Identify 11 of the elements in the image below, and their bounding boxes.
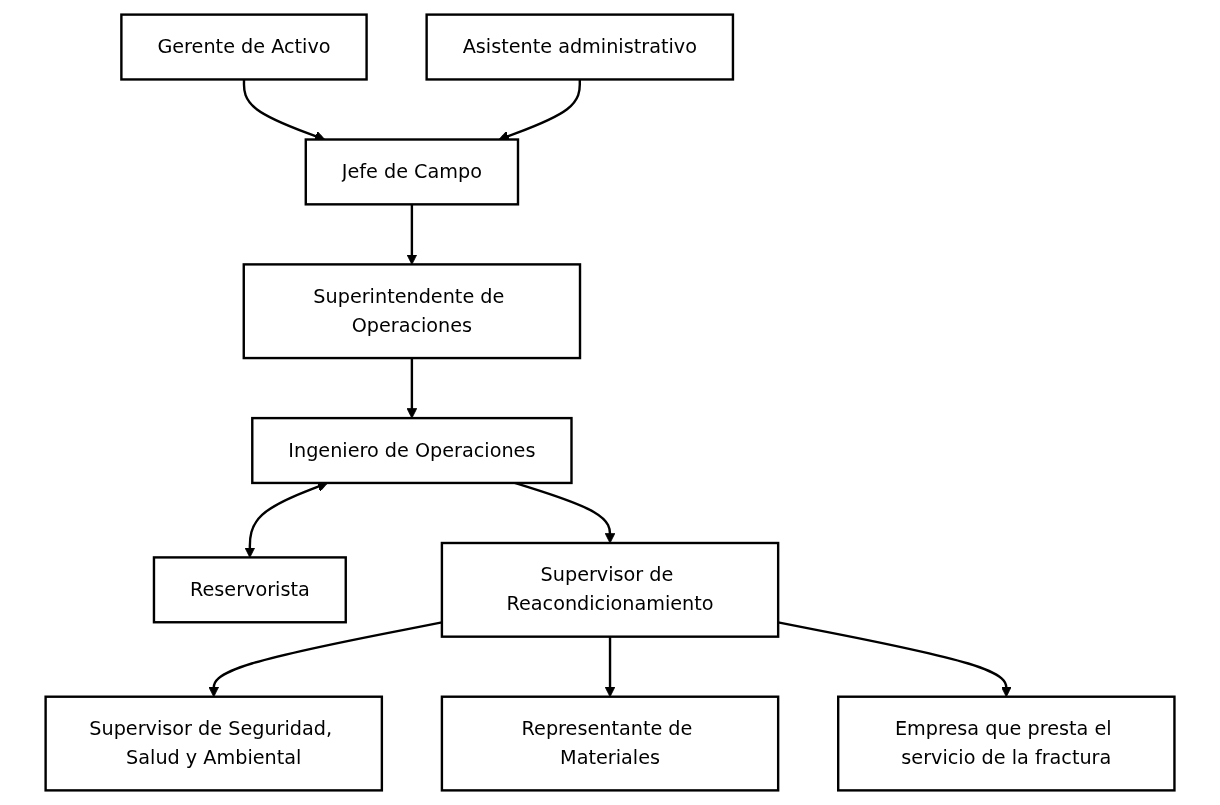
node-box: Superintendente de Operaciones (242, 263, 582, 360)
node-box: Gerente de Activo (120, 13, 368, 81)
node-box: Ingeniero de Operaciones (251, 416, 573, 485)
node-box: Supervisor de Reacondicionamiento (440, 541, 780, 638)
arrow (406, 358, 418, 419)
arrow (406, 204, 418, 265)
node-box: Supervisor de Seguridad, Salud y Ambiental (44, 695, 384, 792)
node-box: Reservorista (152, 556, 347, 624)
node-box: Representante de Materiales (440, 695, 780, 792)
node-box: Asistente administrativo (425, 13, 735, 81)
node-box: Empresa que presta el servicio de la fractura (836, 695, 1176, 792)
